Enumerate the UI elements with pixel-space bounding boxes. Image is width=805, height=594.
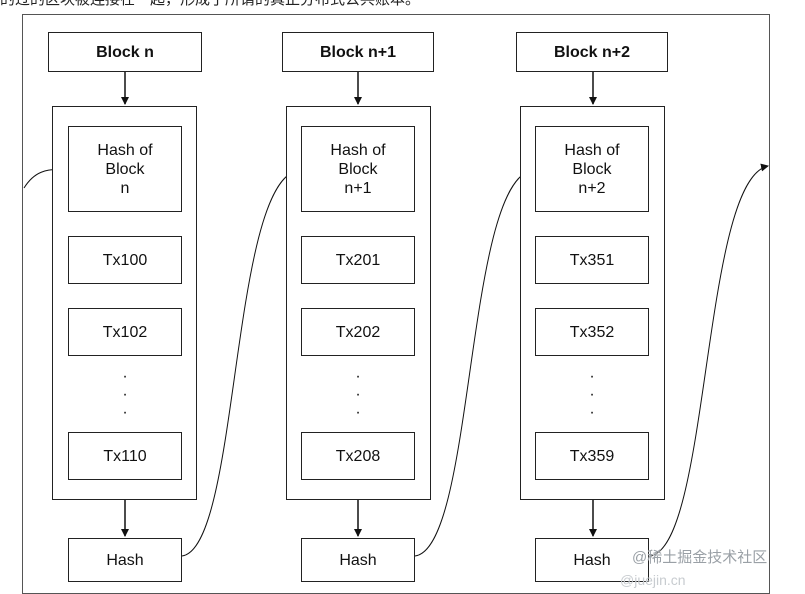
tx-box: Tx202 — [301, 308, 415, 356]
block-header: Block n+2 — [516, 32, 668, 72]
prev-hash-box: Hash of Block n+2 — [535, 126, 649, 212]
tx-box: Tx208 — [301, 432, 415, 480]
hash-box: Hash — [535, 538, 649, 582]
ellipsis-dots: ··· — [589, 368, 595, 421]
tx-box: Tx201 — [301, 236, 415, 284]
ellipsis-dots: ··· — [355, 368, 361, 421]
watermark: @稀土掘金技术社区 — [632, 549, 768, 566]
watermark-sub: @juejin.cn — [620, 572, 686, 588]
hash-box: Hash — [301, 538, 415, 582]
block-header: Block n — [48, 32, 202, 72]
prev-hash-box: Hash of Block n — [68, 126, 182, 212]
page-caption: 的过的区块被连接在一起，形成了所谓的真正分布式公共账本。 — [0, 0, 520, 8]
link-block-n1-to-n2 — [414, 167, 534, 557]
tx-box: Tx359 — [535, 432, 649, 480]
block-header: Block n+1 — [282, 32, 434, 72]
tx-box: Tx351 — [535, 236, 649, 284]
tx-box: Tx110 — [68, 432, 182, 480]
hash-box: Hash — [68, 538, 182, 582]
tx-box: Tx102 — [68, 308, 182, 356]
link-block-n-to-n1 — [181, 167, 300, 557]
tx-box: Tx100 — [68, 236, 182, 284]
tx-box: Tx352 — [535, 308, 649, 356]
prev-hash-box: Hash of Block n+1 — [301, 126, 415, 212]
ellipsis-dots: ··· — [122, 368, 128, 421]
link-block-n2-to-next — [649, 163, 769, 557]
